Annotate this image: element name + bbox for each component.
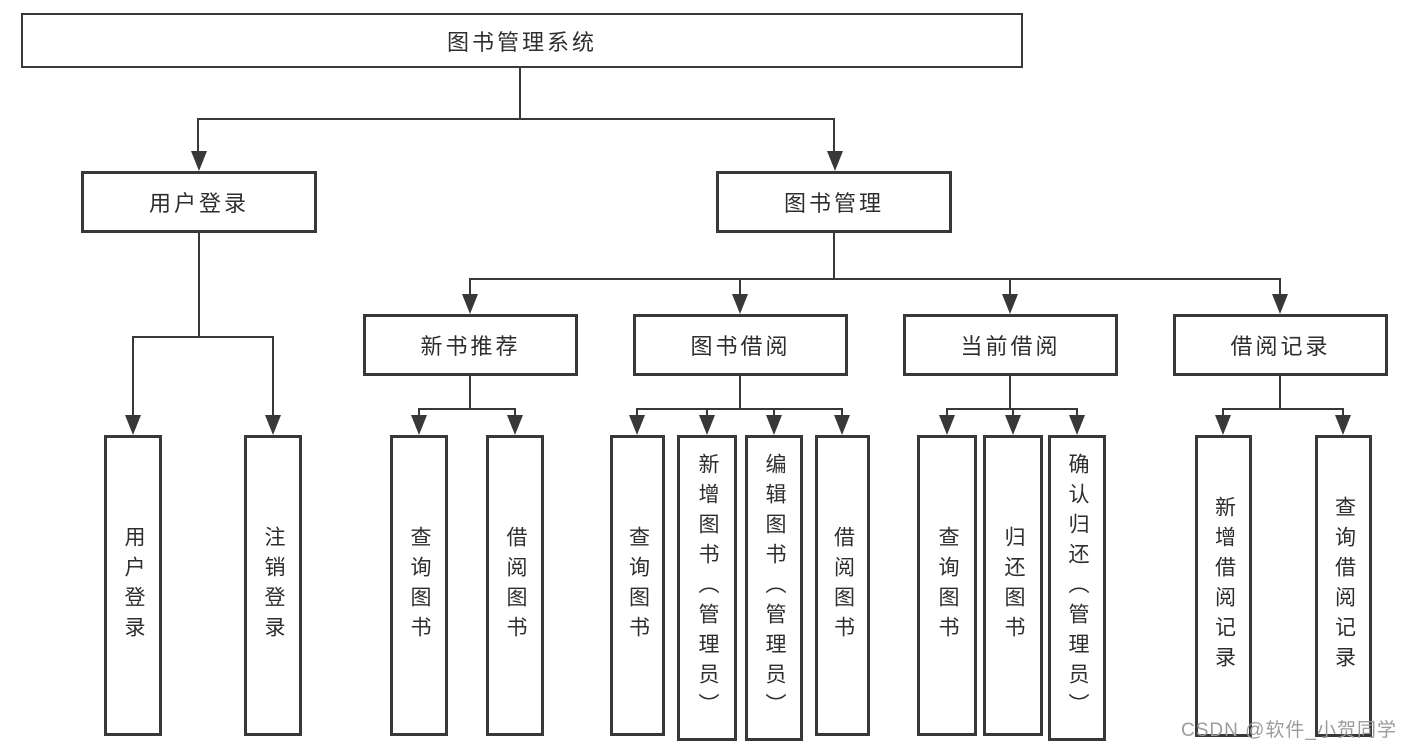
connector-book-mgmt-drop: [833, 233, 835, 280]
connector-leaf-stem: [1076, 408, 1078, 417]
arrow-down-icon: [827, 151, 843, 171]
connector-branch-stem: [469, 278, 471, 296]
leaf-label: 借阅图书: [504, 525, 527, 646]
arrow-down-icon: [1272, 294, 1288, 314]
leaf-edit-books-admin: 编辑图书（管理员）: [745, 435, 803, 741]
arrow-down-icon: [125, 415, 141, 435]
connector-leaf-stem: [514, 408, 516, 417]
leaf-label: 新增借阅记录: [1212, 496, 1236, 676]
leaf-query-books: 查询图书: [917, 435, 977, 736]
node-new-book-recommend: 新书推荐: [363, 314, 578, 376]
connector-leaf-stem: [1012, 408, 1014, 417]
arrow-down-icon: [939, 415, 955, 435]
connector-leaf-stem: [1342, 408, 1344, 417]
connector-leaf-stem: [132, 336, 134, 418]
arrow-down-icon: [265, 415, 281, 435]
arrow-down-icon: [1005, 415, 1021, 435]
connector-book-borrow-drop: [739, 376, 741, 410]
connector-root-drop: [519, 66, 521, 120]
csdn-watermark: CSDN @软件_小贺同学: [1181, 720, 1397, 741]
connector-leaf-stem: [272, 336, 274, 418]
connector-new-book-drop: [469, 376, 471, 410]
leaf-label: 编辑图书（管理员）: [763, 453, 786, 723]
node-label: 图书管理系统: [446, 29, 597, 55]
arrow-down-icon: [411, 415, 427, 435]
connector-branch-stem: [739, 278, 741, 296]
node-label: 当前借阅: [960, 334, 1061, 359]
node-book-borrowing: 图书借阅: [633, 314, 848, 376]
connector-branch-stem: [1009, 278, 1011, 296]
leaf-borrow-books: 借阅图书: [815, 435, 870, 736]
connector-leaf-stem: [773, 408, 775, 417]
connector-records-drop: [1279, 376, 1281, 410]
leaf-query-books: 查询图书: [390, 435, 448, 736]
node-label: 借阅记录: [1230, 334, 1331, 359]
connector-book-mgmt-bar: [470, 278, 1281, 280]
node-current-borrowing: 当前借阅: [903, 314, 1118, 376]
leaf-label: 查询图书: [936, 525, 959, 646]
arrow-down-icon: [834, 415, 850, 435]
connector-user-login-bar: [132, 336, 274, 338]
leaf-label: 查询图书: [408, 525, 431, 646]
leaf-label: 确认归还（管理员）: [1066, 453, 1089, 723]
leaf-user-login: 用户登录: [104, 435, 162, 736]
connector-leaf-stem: [1222, 408, 1224, 417]
node-book-management: 图书管理: [716, 171, 952, 233]
leaf-logout: 注销登录: [244, 435, 302, 736]
leaf-label: 注销登录: [262, 525, 285, 646]
arrow-down-icon: [629, 415, 645, 435]
arrow-down-icon: [1335, 415, 1351, 435]
connector-leaf-stem: [841, 408, 843, 417]
leaf-label: 新增图书（管理员）: [696, 453, 719, 723]
leaf-confirm-return-admin: 确认归还（管理员）: [1048, 435, 1106, 741]
arrow-down-icon: [1002, 294, 1018, 314]
connector-records-bar: [1222, 408, 1344, 410]
leaf-borrow-books: 借阅图书: [486, 435, 544, 736]
leaf-return-books: 归还图书: [983, 435, 1043, 736]
arrow-down-icon: [191, 151, 207, 171]
arrow-down-icon: [507, 415, 523, 435]
leaf-label: 用户登录: [122, 525, 145, 646]
leaf-label: 查询图书: [626, 525, 650, 646]
node-label: 图书管理: [783, 191, 884, 216]
node-label: 新书推荐: [420, 334, 521, 359]
connector-branch-stem: [1279, 278, 1281, 296]
node-label: 用户登录: [148, 191, 249, 216]
connector-book-mgmt-stem: [833, 118, 835, 154]
node-user-login: 用户登录: [81, 171, 317, 233]
arrow-down-icon: [1069, 415, 1085, 435]
connector-leaf-stem: [946, 408, 948, 417]
connector-leaf-stem: [418, 408, 420, 417]
leaf-add-borrow-record: 新增借阅记录: [1195, 435, 1252, 737]
leaf-query-borrow-record: 查询借阅记录: [1315, 435, 1372, 737]
connector-root-bar: [197, 118, 835, 120]
connector-book-borrow-bar: [636, 408, 843, 410]
leaf-add-books-admin: 新增图书（管理员）: [677, 435, 737, 741]
arrow-down-icon: [732, 294, 748, 314]
connector-leaf-stem: [636, 408, 638, 417]
node-library-system: 图书管理系统: [21, 13, 1023, 68]
leaf-label: 借阅图书: [831, 525, 855, 646]
leaf-label: 查询借阅记录: [1332, 496, 1356, 676]
connector-user-login-drop: [198, 233, 200, 338]
connector-leaf-stem: [706, 408, 708, 417]
arrow-down-icon: [699, 415, 715, 435]
connector-user-login-stem: [197, 118, 199, 154]
arrow-down-icon: [462, 294, 478, 314]
node-label: 图书借阅: [690, 334, 791, 359]
leaf-label: 归还图书: [1002, 525, 1025, 646]
node-borrowing-records: 借阅记录: [1173, 314, 1388, 376]
connector-cur-borrow-drop: [1009, 376, 1011, 410]
arrow-down-icon: [766, 415, 782, 435]
arrow-down-icon: [1215, 415, 1231, 435]
connector-new-book-bar: [418, 408, 516, 410]
leaf-query-books: 查询图书: [610, 435, 665, 736]
